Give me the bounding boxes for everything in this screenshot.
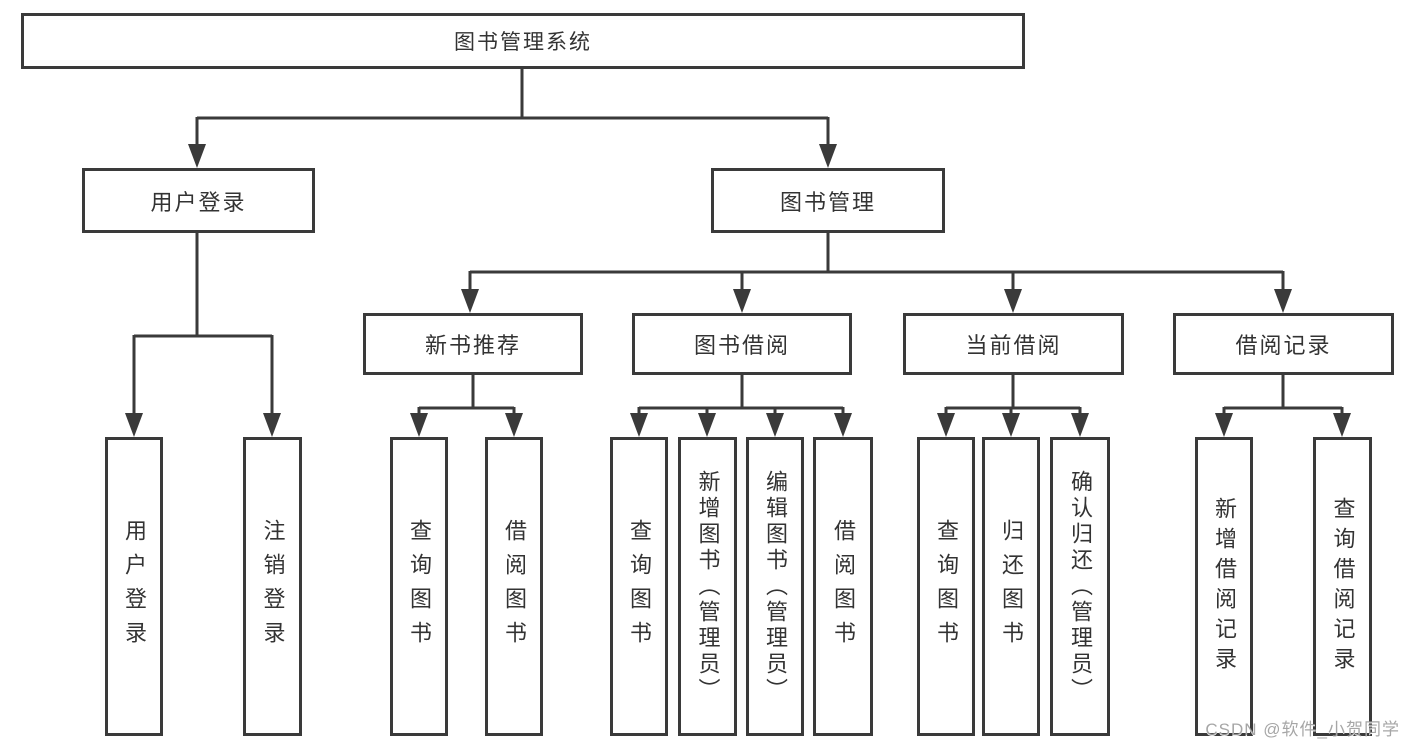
- node-label: 借阅记录: [1235, 333, 1332, 358]
- leaf-query-books-borrow: 查询图书: [610, 437, 668, 736]
- leaf-return-books: 归还图书: [982, 437, 1040, 736]
- arrowheads-borrow-record-leaves: [1215, 413, 1351, 437]
- node-label: 用户登录: [150, 189, 247, 215]
- leaf-label: 查询图书: [627, 518, 652, 655]
- arrowheads-level2: [188, 144, 837, 168]
- node-new-book-recommend: 新书推荐: [363, 313, 583, 375]
- connector-borrow-record-to-leaves: [1222, 375, 1344, 419]
- csdn-watermark: CSDN @软件_小贺同学: [1205, 720, 1400, 739]
- leaf-borrow-books-newbook: 借阅图书: [485, 437, 543, 736]
- leaf-label: 查询图书: [407, 518, 432, 655]
- arrowheads-level3: [461, 289, 1292, 313]
- node-label: 新书推荐: [424, 333, 521, 358]
- node-label: 图书管理: [779, 189, 876, 215]
- leaf-label: 查询借阅记录: [1330, 496, 1356, 677]
- leaf-add-books-admin: 新增图书（管理员）: [678, 437, 737, 736]
- leaf-user-login: 用户登录: [105, 437, 163, 736]
- node-user-login: 用户登录: [82, 168, 315, 233]
- connector-user-login-to-leaves: [132, 233, 274, 419]
- connector-book-management-to-level3: [468, 233, 1285, 295]
- leaf-logout: 注销登录: [243, 437, 302, 736]
- arrowheads-book-borrow-leaves: [630, 413, 852, 437]
- node-current-borrow: 当前借阅: [903, 313, 1124, 375]
- leaf-label: 注销登录: [260, 518, 286, 655]
- leaf-label: 借阅图书: [502, 518, 527, 655]
- connector-book-borrow-to-leaves: [637, 375, 845, 419]
- leaf-label: 用户登录: [122, 518, 147, 655]
- leaf-label: 编辑图书（管理员）: [763, 469, 788, 704]
- leaf-borrow-books-borrow: 借阅图书: [813, 437, 873, 736]
- leaf-confirm-return-admin: 确认归还（管理员）: [1050, 437, 1110, 736]
- node-library-management-system: 图书管理系统: [21, 13, 1025, 69]
- leaf-add-borrow-record: 新增借阅记录: [1195, 437, 1253, 736]
- leaf-query-books-newbook: 查询图书: [390, 437, 448, 736]
- leaf-edit-books-admin: 编辑图书（管理员）: [746, 437, 804, 736]
- connector-new-book-to-leaves: [417, 375, 516, 419]
- leaf-label: 新增图书（管理员）: [695, 469, 721, 704]
- connector-root-to-level2: [195, 67, 830, 150]
- node-borrow-record: 借阅记录: [1173, 313, 1394, 375]
- node-book-management: 图书管理: [711, 168, 945, 233]
- leaf-label: 归还图书: [999, 518, 1024, 655]
- leaf-label: 查询图书: [934, 518, 959, 655]
- node-book-borrow: 图书借阅: [632, 313, 852, 375]
- leaf-label: 确认归还（管理员）: [1068, 469, 1093, 704]
- node-label: 图书管理系统: [454, 31, 592, 54]
- arrowheads-user-login-leaves: [125, 413, 281, 437]
- arrowheads-new-book-leaves: [410, 413, 523, 437]
- leaf-label: 新增借阅记录: [1212, 496, 1237, 677]
- leaf-query-books-current: 查询图书: [917, 437, 975, 736]
- arrowheads-current-borrow-leaves: [937, 413, 1089, 437]
- node-label: 当前借阅: [965, 333, 1062, 358]
- leaf-query-borrow-record: 查询借阅记录: [1313, 437, 1372, 736]
- connector-current-borrow-to-leaves: [944, 375, 1082, 419]
- node-label: 图书借阅: [693, 333, 790, 358]
- leaf-label: 借阅图书: [831, 518, 856, 655]
